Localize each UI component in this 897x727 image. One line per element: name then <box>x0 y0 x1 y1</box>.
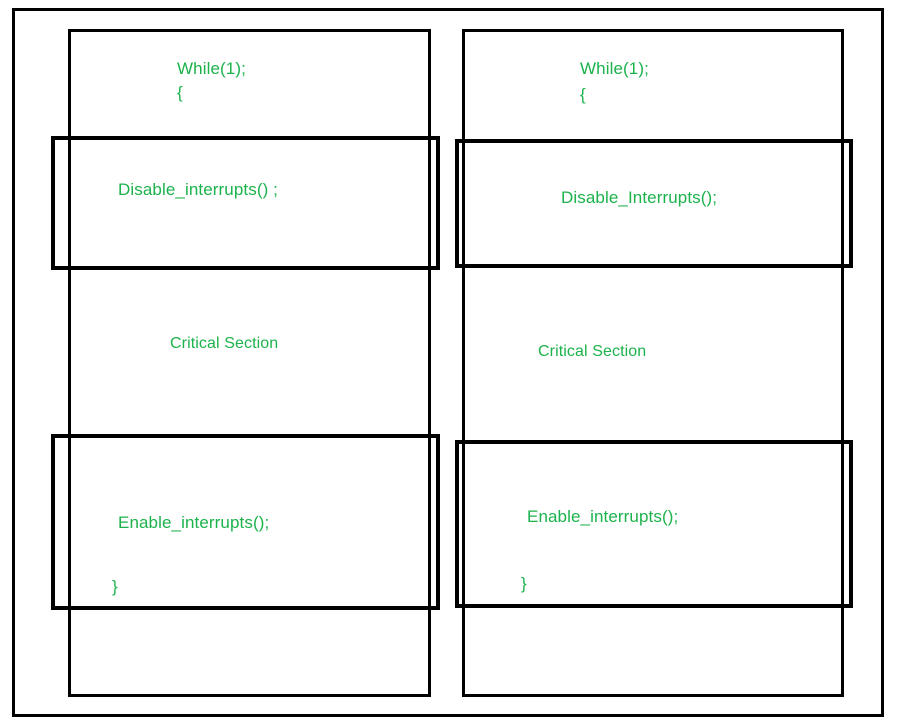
left-enable-highlight-box[interactable] <box>51 434 440 610</box>
left-disable-line: Disable_interrupts() ; <box>118 180 278 199</box>
left-open-brace: { <box>177 83 183 102</box>
right-enable-line: Enable_interrupts(); <box>527 507 679 526</box>
right-enable-highlight-box[interactable] <box>455 440 853 608</box>
left-code-block <box>68 29 431 697</box>
right-disable-line: Disable_Interrupts(); <box>561 188 718 207</box>
right-critical-section-line: Critical Section <box>538 343 647 360</box>
outer-frame <box>12 8 884 717</box>
left-enable-line: Enable_interrupts(); <box>118 513 270 532</box>
right-open-brace: { <box>580 85 586 104</box>
left-while-line: While(1); <box>177 59 246 78</box>
left-disable-highlight-box[interactable] <box>51 136 440 270</box>
right-disable-highlight-box[interactable] <box>455 139 853 268</box>
left-critical-section-line: Critical Section <box>170 335 279 352</box>
left-close-brace: } <box>112 577 118 596</box>
right-while-line: While(1); <box>580 59 649 78</box>
right-close-brace: } <box>521 574 527 593</box>
